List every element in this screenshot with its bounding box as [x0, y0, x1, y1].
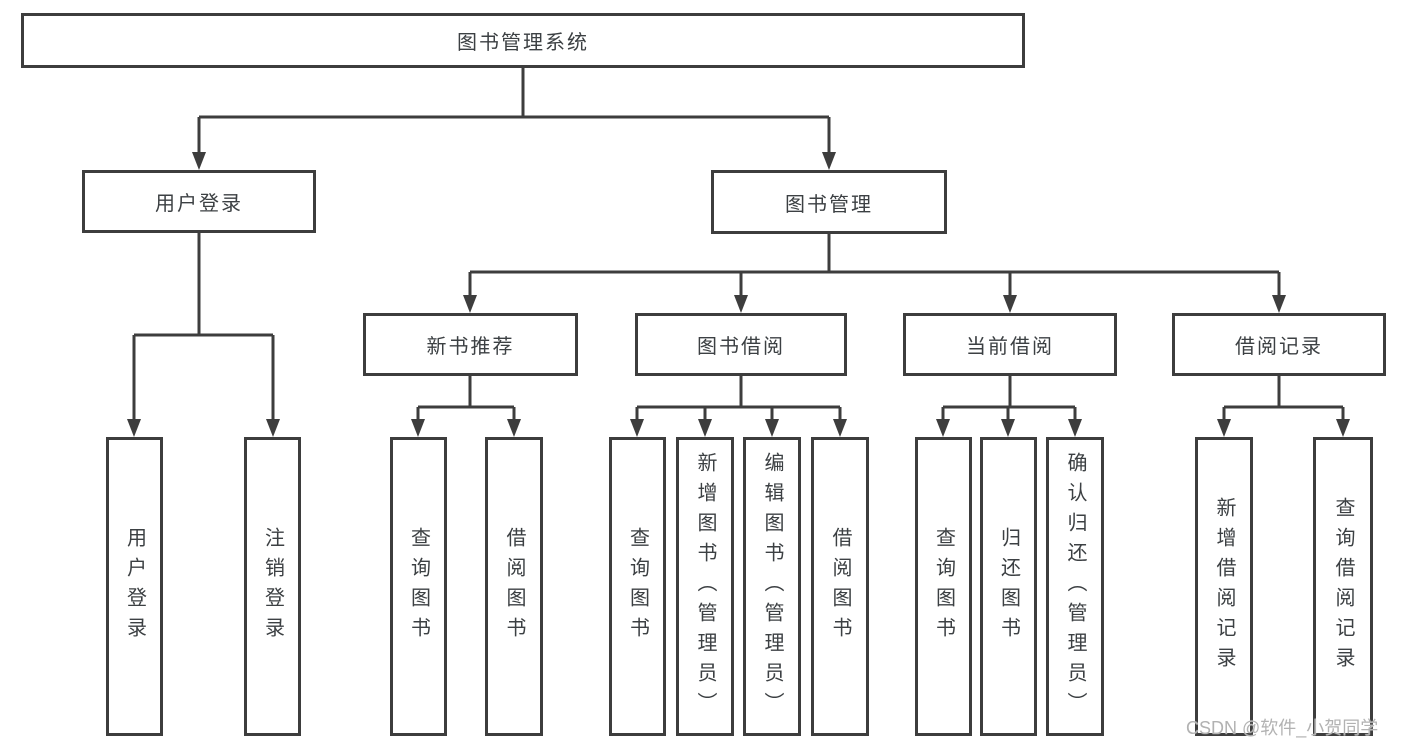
leaf-confirm-return-admin: 确认归还（管理员） [1046, 437, 1104, 736]
node-book-management: 图书管理 [711, 170, 947, 234]
node-book-borrowing-label: 图书借阅 [697, 336, 785, 358]
leaf-borrow-books-recommend-label: 借阅图书 [503, 526, 525, 647]
leaf-borrow-books: 借阅图书 [811, 437, 869, 736]
leaf-edit-books-admin: 编辑图书（管理员） [743, 437, 801, 736]
node-current-borrowing: 当前借阅 [903, 313, 1117, 376]
leaf-edit-books-admin-label: 编辑图书（管理员） [761, 451, 783, 722]
node-borrowing-records-label: 借阅记录 [1235, 336, 1323, 358]
leaf-query-borrow-record-label: 查询借阅记录 [1332, 496, 1354, 677]
arrowheads [127, 152, 1350, 437]
node-library-system-label: 图书管理系统 [457, 32, 589, 54]
leaf-query-books-current: 查询图书 [915, 437, 972, 736]
leaf-add-borrow-record-label: 新增借阅记录 [1213, 496, 1235, 677]
node-new-book-recommend-label: 新书推荐 [426, 336, 515, 358]
leaf-add-borrow-record: 新增借阅记录 [1195, 437, 1253, 736]
node-borrowing-records: 借阅记录 [1172, 313, 1386, 376]
node-book-borrowing: 图书借阅 [635, 313, 847, 376]
leaf-return-books: 归还图书 [980, 437, 1037, 736]
leaf-query-books-current-label: 查询图书 [932, 526, 955, 647]
leaf-logout-label: 注销登录 [261, 526, 284, 647]
leaf-query-books-borrowing: 查询图书 [609, 437, 666, 736]
leaf-query-borrow-record: 查询借阅记录 [1313, 437, 1373, 736]
node-current-borrowing-label: 当前借阅 [966, 336, 1054, 358]
leaf-query-books-recommend-label: 查询图书 [407, 526, 430, 647]
leaf-confirm-return-admin-label: 确认归还（管理员） [1064, 451, 1086, 722]
node-library-system: 图书管理系统 [21, 13, 1025, 68]
leaf-return-books-label: 归还图书 [997, 526, 1020, 647]
leaf-add-books-admin-label: 新增图书（管理员） [694, 451, 716, 722]
leaf-borrow-books-recommend: 借阅图书 [485, 437, 543, 736]
leaf-logout: 注销登录 [244, 437, 301, 736]
node-user-login-label: 用户登录 [155, 193, 243, 215]
leaf-add-books-admin: 新增图书（管理员） [676, 437, 734, 736]
node-user-login: 用户登录 [82, 170, 316, 233]
leaf-borrow-books-label: 借阅图书 [829, 526, 851, 647]
node-new-book-recommend: 新书推荐 [363, 313, 578, 376]
leaf-user-login-label: 用户登录 [123, 526, 146, 647]
csdn-watermark: CSDN @软件_小贺同学 [1186, 718, 1379, 738]
leaf-user-login: 用户登录 [106, 437, 163, 736]
node-book-management-label: 图书管理 [785, 193, 873, 216]
connector-lines [132, 68, 1345, 423]
leaf-query-books-recommend: 查询图书 [390, 437, 447, 736]
leaf-query-books-borrowing-label: 查询图书 [626, 526, 649, 647]
